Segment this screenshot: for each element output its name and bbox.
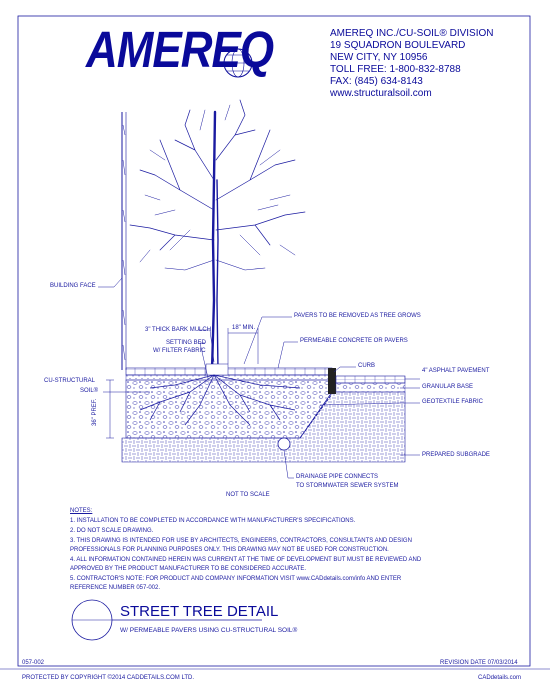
drawing-subtitle: W/ PERMEABLE PAVERS USING CU-STRUCTURAL … bbox=[120, 627, 298, 634]
root-system bbox=[139, 374, 301, 426]
structural-soil-zone bbox=[125, 379, 333, 439]
granular-base bbox=[335, 382, 406, 393]
label-setting-bed: SETTING BED bbox=[166, 340, 207, 346]
label-18-min: 18" MIN. bbox=[232, 325, 256, 331]
globe-icon bbox=[223, 48, 253, 78]
label-not-to-scale: NOT TO SCALE bbox=[226, 492, 270, 498]
company-fax: FAX: (845) 634-8143 bbox=[330, 76, 423, 87]
building-face bbox=[121, 112, 127, 370]
drawing-title: STREET TREE DETAIL bbox=[120, 603, 279, 620]
label-drainage-pipe: DRAINAGE PIPE CONNECTS bbox=[296, 474, 379, 480]
label-subgrade: PREPARED SUBGRADE bbox=[422, 452, 490, 458]
label-depth: 36" PREF. bbox=[92, 398, 98, 426]
note-4-cont: APPROVED BY THE PRODUCT MANUFACTURER TO … bbox=[70, 566, 307, 572]
label-asphalt: 4" ASPHALT PAVEMENT bbox=[422, 368, 490, 374]
label-stormwater: TO STORMWATER SEWER SYSTEM bbox=[296, 483, 399, 489]
notes-heading: NOTES: bbox=[70, 508, 93, 514]
note-3: 3. THIS DRAWING IS INTENDED FOR USE BY A… bbox=[70, 538, 412, 544]
note-1: 1. INSTALLATION TO BE COMPLETED IN ACCOR… bbox=[70, 518, 356, 524]
company-name: AMEREQ INC./CU-SOIL® DIVISION bbox=[330, 28, 494, 39]
note-4: 4. ALL INFORMATION CONTAINED HEREIN WAS … bbox=[70, 557, 422, 563]
copyright: PROTECTED BY COPYRIGHT ©2014 CADDETAILS.… bbox=[22, 675, 195, 681]
tree-illustration bbox=[129, 99, 306, 372]
label-filter-fabric: W/ FILTER FABRIC bbox=[153, 348, 206, 354]
company-website[interactable]: www.structuralsoil.com bbox=[330, 88, 432, 99]
company-logo: AMEREQ bbox=[86, 22, 274, 79]
note-2: 2. DO NOT SCALE DRAWING. bbox=[70, 528, 154, 534]
reference-number: 057-002 bbox=[22, 660, 45, 666]
label-curb: CURB bbox=[358, 363, 376, 369]
asphalt-pavement bbox=[335, 375, 406, 384]
label-pavers-removed: PAVERS TO BE REMOVED AS TREE GROWS bbox=[294, 313, 421, 319]
note-5-cont: REFERENCE NUMBER 057-002. bbox=[70, 585, 161, 591]
label-cu-soil: CU-STRUCTURAL bbox=[44, 378, 95, 384]
label-building-face: BUILDING FACE bbox=[50, 283, 96, 289]
geotextile-fabric bbox=[299, 393, 333, 439]
curb bbox=[328, 368, 336, 394]
label-bark-mulch: 3" THICK BARK MULCH bbox=[145, 327, 212, 333]
label-permeable-paving: PERMEABLE CONCRETE OR PAVERS bbox=[300, 338, 408, 344]
tree-opening bbox=[205, 363, 229, 376]
company-city: NEW CITY, NY 10956 bbox=[330, 52, 428, 63]
company-tollfree: TOLL FREE: 1-800-832-8788 bbox=[330, 64, 461, 75]
opening-dimension bbox=[227, 328, 259, 364]
note-3-cont: PROFESSIONALS FOR PLANNING PURPOSES ONLY… bbox=[70, 547, 389, 553]
label-granular-base: GRANULAR BASE bbox=[422, 384, 474, 390]
caddetails-link[interactable]: CADdetails.com bbox=[478, 675, 522, 681]
permeable-paving bbox=[125, 367, 333, 376]
label-cu-soil-2: SOIL® bbox=[80, 388, 99, 394]
depth-dimension bbox=[106, 379, 114, 439]
label-geotextile: GEOTEXTILE FABRIC bbox=[422, 399, 484, 405]
note-5: 5. CONTRACTOR'S NOTE: FOR PRODUCT AND CO… bbox=[70, 576, 402, 582]
leader-lines bbox=[98, 277, 420, 479]
revision-date: REVISION DATE 07/03/2014 bbox=[440, 660, 518, 666]
drainage-pipe bbox=[277, 437, 291, 451]
sheet-border bbox=[17, 15, 531, 667]
setting-bed bbox=[125, 374, 333, 381]
company-address: 19 SQUADRON BOULEVARD bbox=[330, 40, 466, 51]
title-marker bbox=[71, 599, 262, 641]
